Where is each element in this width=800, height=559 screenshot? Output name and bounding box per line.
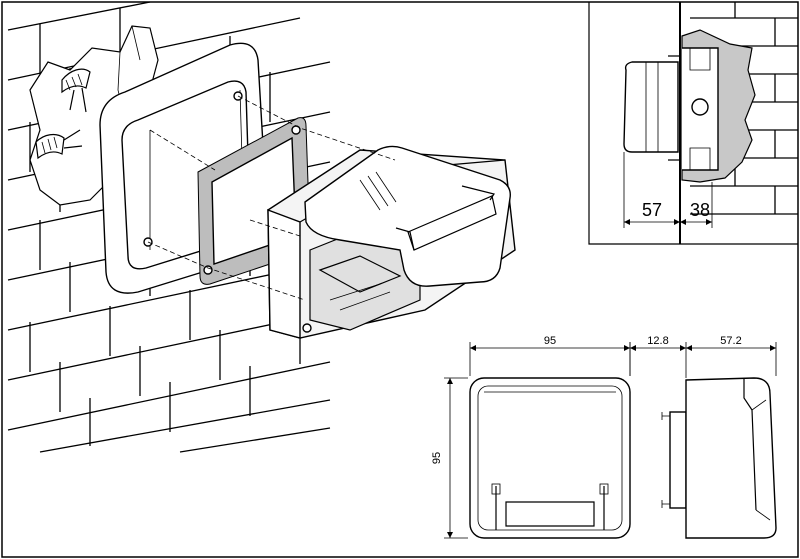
cable-upper [61, 68, 91, 113]
dim-front-height: 95 [431, 452, 443, 464]
side-view: 12.8 57.2 [629, 335, 777, 539]
socket-lid [304, 145, 511, 287]
socket-box [267, 145, 516, 339]
dim-side-front: 57.2 [720, 335, 741, 347]
dim-front-width: 95 [544, 335, 556, 347]
cable-lower [35, 129, 83, 160]
dim-wall-gap-right: 38 [690, 200, 710, 220]
assembly-guides [147, 95, 396, 301]
dim-side-back: 12.8 [647, 335, 668, 347]
front-view: 95 95 [431, 335, 631, 539]
section-socket [623, 61, 679, 153]
dim-wall-gap-left: 57 [642, 200, 662, 220]
section-detail: 57 38 [588, 2, 798, 245]
